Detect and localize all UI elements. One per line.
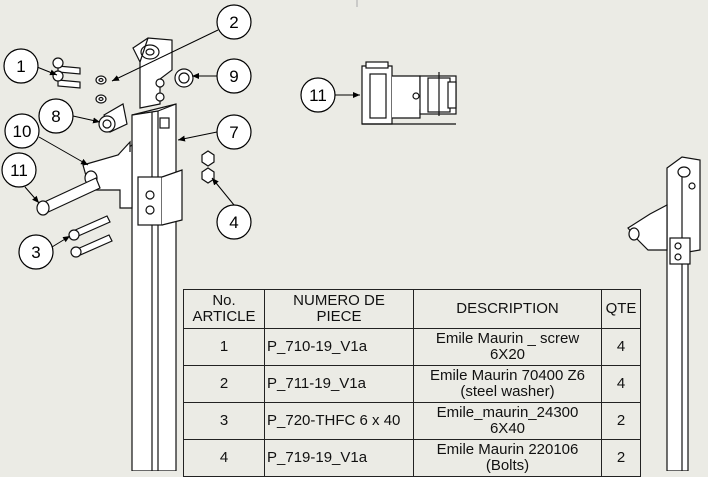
svg-text:10: 10 — [13, 122, 32, 141]
part-7-tube — [131, 103, 177, 471]
bom-cell-article: 3 — [183, 402, 265, 440]
bom-description-line1: Emile Maurin 70400 Z6 — [429, 367, 586, 384]
svg-text:11: 11 — [10, 161, 28, 180]
bom-cell-qty: 2 — [601, 402, 641, 440]
balloon-1: 1 — [3, 48, 39, 84]
bom-cell-qty: 4 — [601, 328, 641, 366]
top-clevis — [132, 37, 173, 109]
bom-cell-part-number: P_711-19_V1a — [264, 365, 414, 403]
bom-cell-article: 2 — [183, 365, 265, 403]
bom-cell-description: Emile_maurin_24300 6X40 — [413, 402, 602, 440]
bom-description-line2: 6X40 — [489, 420, 526, 437]
bom-header-part-number-line1: NUMERO DE — [293, 292, 385, 309]
bom-description-line1: Emile Maurin _ screw — [435, 330, 580, 347]
bom-cell-description: Emile Maurin 70400 Z6 (steel washer) — [413, 365, 602, 403]
bom-header-qty: QTE — [601, 289, 641, 329]
part-11-pin — [36, 177, 101, 216]
bom-cell-part-number: P_720-THFC 6 x 40 — [264, 402, 414, 440]
balloon-4: 4 — [216, 204, 252, 240]
balloon-11-left: 11 — [1, 152, 37, 188]
svg-text:11: 11 — [309, 86, 327, 105]
balloon-8: 8 — [38, 98, 74, 134]
balloon-11-detail: 11 — [300, 77, 336, 113]
bom-cell-part-number: P_710-19_V1a — [264, 328, 414, 366]
bom-cell-qty: 4 — [601, 365, 641, 403]
bill-of-materials-table: No. ARTICLE NUMERO DE PIECE DESCRIPTION … — [183, 289, 641, 477]
bom-description-line2: 6X20 — [489, 346, 526, 363]
part-9-washer — [174, 68, 194, 88]
table-row: 2 P_711-19_V1a Emile Maurin 70400 Z6 (st… — [183, 365, 641, 403]
balloon-9: 9 — [216, 58, 252, 94]
detail-view-hinge — [361, 61, 457, 125]
bom-header-article-line1: No. — [212, 292, 236, 309]
bom-header-row: No. ARTICLE NUMERO DE PIECE DESCRIPTION … — [183, 289, 641, 329]
bom-header-part-number: NUMERO DE PIECE — [264, 289, 414, 329]
svg-text:3: 3 — [31, 243, 40, 262]
leader-lines — [24, 29, 360, 248]
part-3-screws — [68, 215, 113, 258]
part-8-bushing — [98, 103, 128, 133]
bom-header-part-number-line2: PIECE — [316, 308, 362, 325]
bom-description-line2: (Bolts) — [485, 457, 530, 474]
right-iso-view — [627, 156, 701, 471]
part-2-washers — [95, 75, 107, 104]
bom-description-line1: Emile Maurin 220106 — [436, 441, 579, 458]
bom-cell-description: Emile Maurin _ screw 6X20 — [413, 328, 602, 366]
svg-text:2: 2 — [229, 13, 238, 32]
balloon-10: 10 — [4, 113, 40, 149]
part-10-bracket — [82, 140, 183, 226]
part-4-nuts — [201, 150, 215, 184]
table-row: 3 P_720-THFC 6 x 40 Emile_maurin_24300 6… — [183, 402, 641, 440]
balloon-7: 7 — [216, 114, 252, 150]
balloon-2: 2 — [216, 4, 252, 40]
svg-text:8: 8 — [51, 107, 60, 126]
exploded-assembly-view — [36, 37, 215, 471]
bom-header-article: No. ARTICLE — [183, 289, 265, 329]
svg-text:7: 7 — [229, 123, 238, 142]
bom-description-line1: Emile_maurin_24300 — [436, 404, 579, 421]
bom-header-description: DESCRIPTION — [413, 289, 602, 329]
part-1-screws — [52, 57, 81, 89]
svg-text:9: 9 — [229, 67, 238, 86]
balloon-3: 3 — [18, 234, 54, 270]
svg-text:4: 4 — [229, 213, 238, 232]
svg-text:1: 1 — [16, 57, 25, 76]
bom-description-line2: (steel washer) — [460, 383, 555, 400]
bom-header-article-line2: ARTICLE — [192, 308, 256, 325]
bom-cell-article: 1 — [183, 328, 265, 366]
table-row: 1 P_710-19_V1a Emile Maurin _ screw 6X20… — [183, 328, 641, 366]
